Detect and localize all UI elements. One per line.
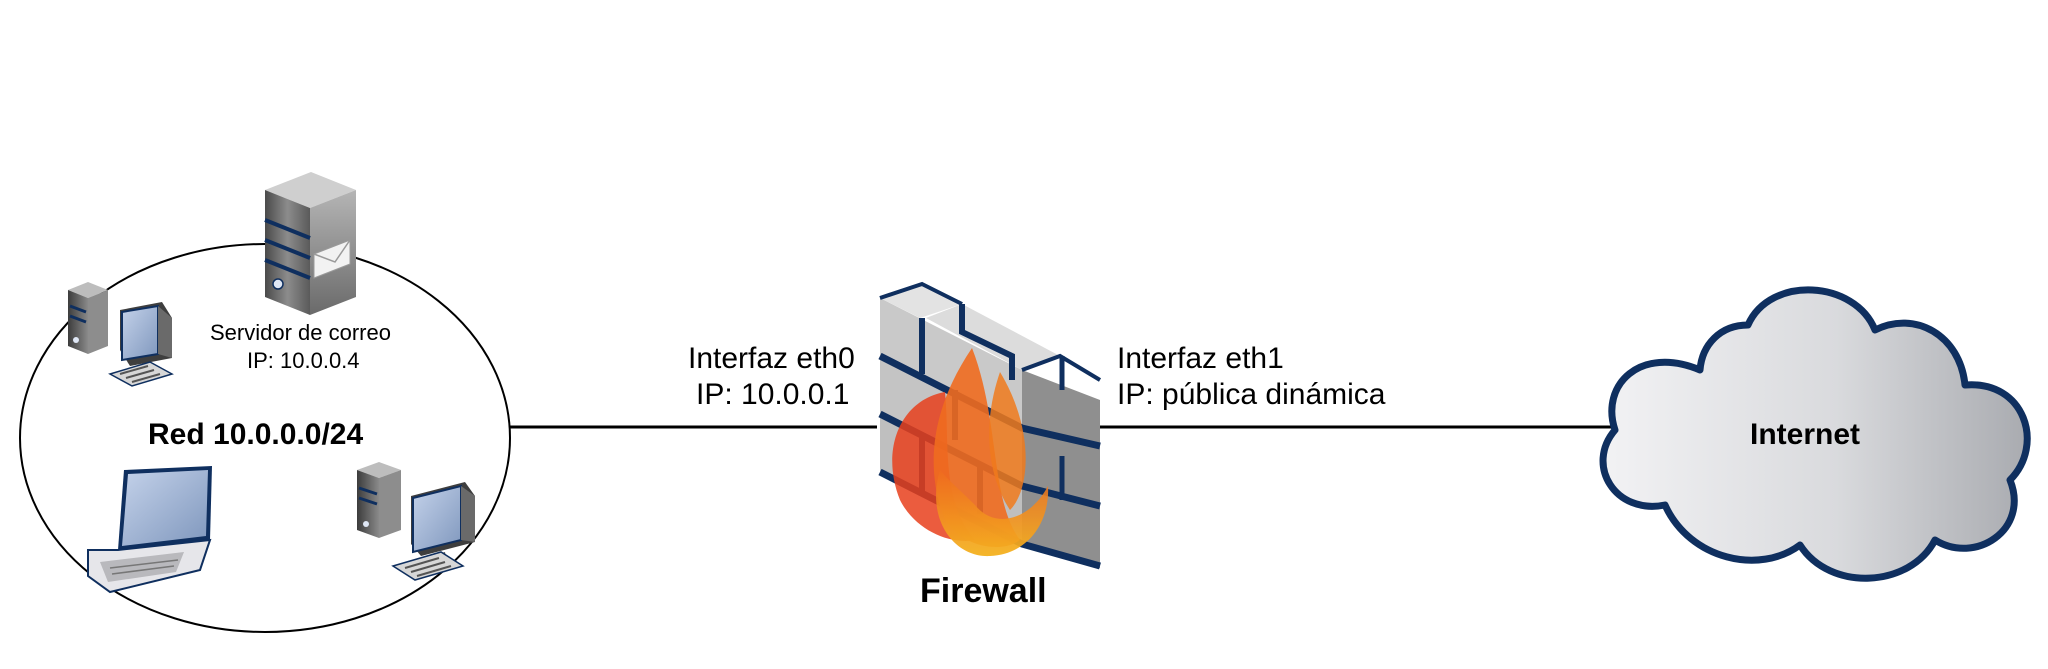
- network-label: Red 10.0.0.0/24: [148, 418, 364, 451]
- eth1-interface-name: Interfaz eth1: [1117, 342, 1284, 375]
- eth0-ip: IP: 10.0.0.1: [696, 378, 850, 411]
- firewall-label: Firewall: [920, 572, 1047, 610]
- envelope-icon: [313, 239, 351, 279]
- flame-icon: [892, 348, 1049, 557]
- laptop-icon: [87, 466, 212, 594]
- internet-label: Internet: [1750, 418, 1861, 451]
- mail-server-ip: IP: 10.0.0.4: [247, 348, 360, 373]
- eth1-ip: IP: pública dinámica: [1117, 378, 1386, 411]
- mail-server-icon: [264, 172, 356, 315]
- desktop-computer-icon: [68, 282, 174, 387]
- cloud-icon: [1599, 286, 2031, 582]
- desktop-computer-icon: [357, 462, 475, 581]
- eth0-interface-name: Interfaz eth0: [688, 342, 855, 375]
- mail-server-name: Servidor de correo: [210, 320, 391, 345]
